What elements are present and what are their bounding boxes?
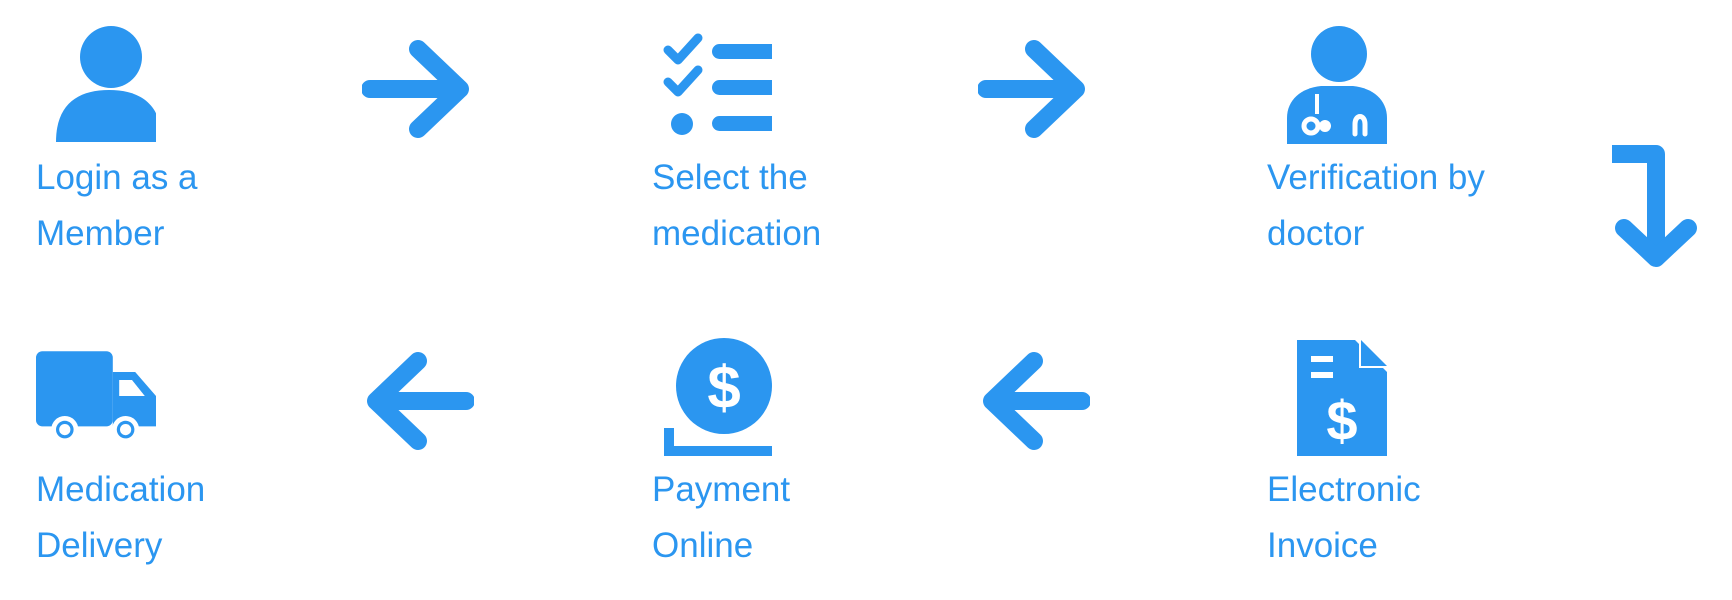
arrow-turn-down-icon xyxy=(1612,145,1697,267)
user-icon xyxy=(56,26,156,142)
step-login: Login as a Member xyxy=(36,24,296,262)
arrow-right-icon xyxy=(978,40,1085,138)
flow-arrow-5 xyxy=(362,348,474,454)
step-label-verification: Verification by doctor xyxy=(1267,158,1485,253)
svg-text:$: $ xyxy=(707,354,740,421)
flow-arrow-4 xyxy=(978,348,1090,454)
step-delivery: Medication Delivery xyxy=(36,336,296,574)
step-verification: Verification by doctor xyxy=(1267,24,1527,262)
arrow-left-icon xyxy=(367,352,474,450)
payment-icon: $ xyxy=(664,338,772,456)
step-payment: $ Payment Online xyxy=(652,336,912,574)
step-select-medication: Select the medication xyxy=(652,24,912,262)
svg-text:$: $ xyxy=(1326,389,1357,452)
checklist-icon xyxy=(663,33,772,135)
flow-arrow-1 xyxy=(362,36,474,142)
step-invoice: $ Electronic Invoice xyxy=(1267,336,1527,574)
step-label-delivery: Medication Delivery xyxy=(36,470,206,565)
arrow-left-icon xyxy=(983,352,1090,450)
flow-arrow-2 xyxy=(978,36,1090,142)
step-label-select-medication: Select the medication xyxy=(652,158,822,253)
step-label-invoice: Electronic Invoice xyxy=(1267,470,1421,565)
arrow-right-icon xyxy=(362,40,469,138)
step-label-login: Login as a Member xyxy=(36,158,198,253)
step-label-payment: Payment Online xyxy=(652,470,791,565)
flow-arrow-3 xyxy=(1604,144,1704,270)
doctor-icon xyxy=(1287,26,1387,144)
invoice-icon: $ xyxy=(1297,340,1387,456)
truck-icon xyxy=(36,351,156,444)
